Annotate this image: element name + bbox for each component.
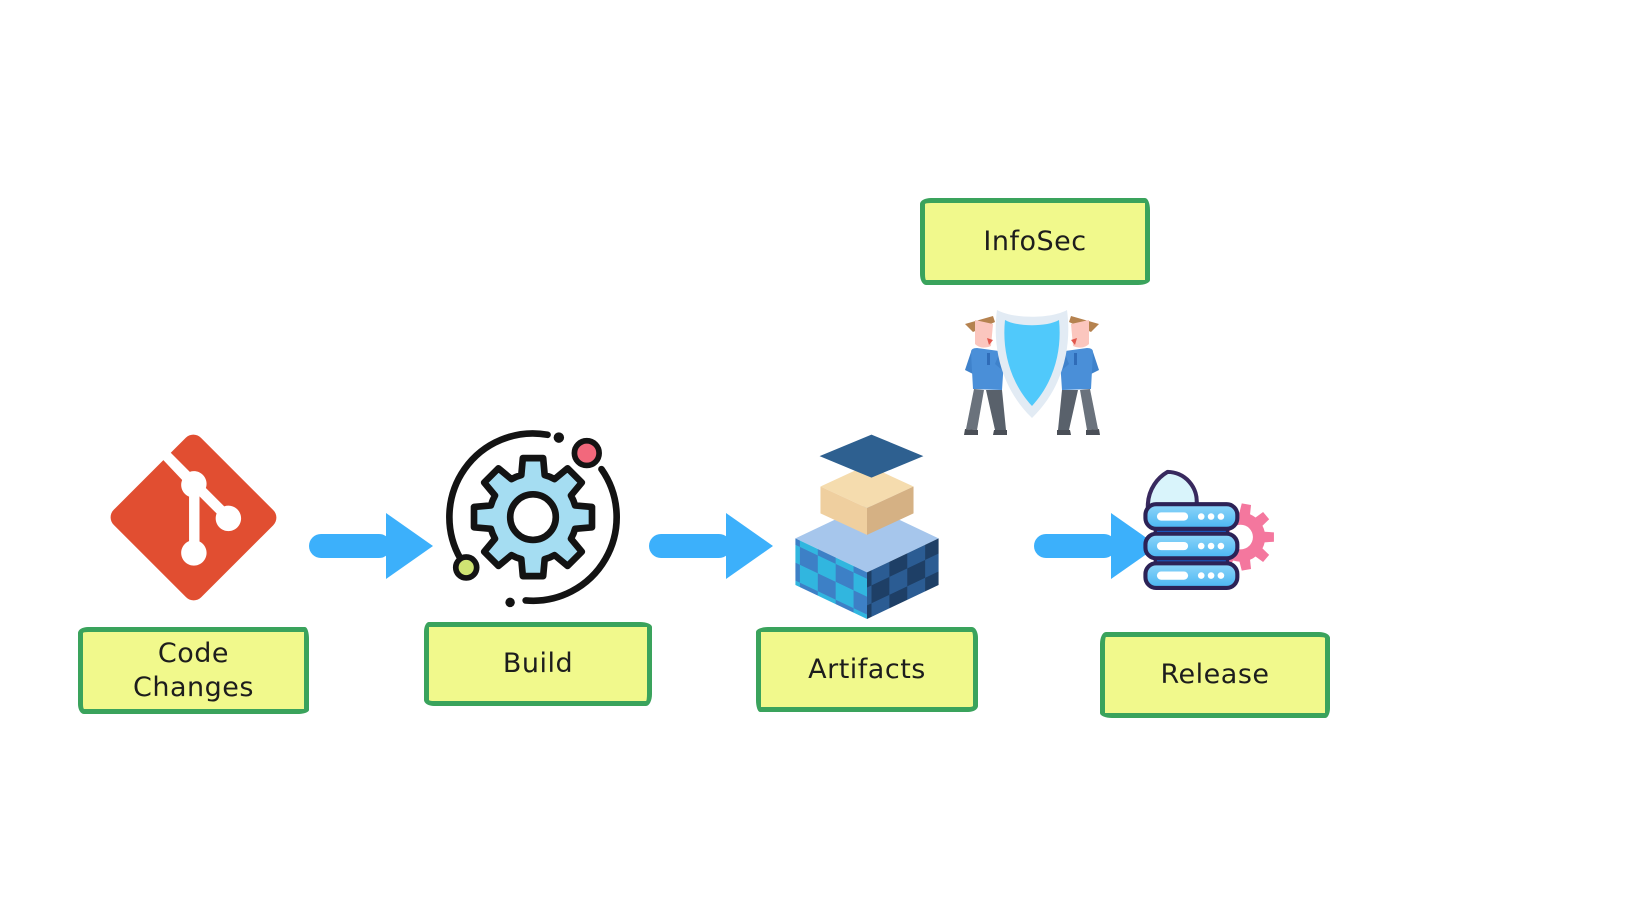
release-svg xyxy=(1143,469,1274,590)
orbit-arc-left xyxy=(446,430,551,563)
crate-right-face xyxy=(867,486,914,535)
server-unit-1 xyxy=(1143,502,1240,531)
people-holding-shield-icon xyxy=(957,298,1107,438)
shield-icon xyxy=(995,310,1069,418)
arrow-shaft xyxy=(309,534,391,558)
orbit-small-dot-top xyxy=(553,432,565,443)
build-gear-svg xyxy=(446,430,620,608)
cube-right-face xyxy=(867,538,939,619)
label-artifacts-text: Artifacts xyxy=(808,653,926,685)
label-infosec-text: InfoSec xyxy=(983,225,1087,257)
floating-lid-diamond xyxy=(819,434,924,478)
flow-arrow-2 xyxy=(649,513,773,579)
artifacts-svg xyxy=(795,434,939,619)
git-diamond-branch xyxy=(110,434,277,601)
build-gear-orbit-icon xyxy=(438,422,628,617)
label-build-text: Build xyxy=(502,648,574,680)
arrow-head xyxy=(726,513,773,579)
orbit-small-dot-bottom xyxy=(505,597,515,608)
crate-left-face xyxy=(820,486,867,535)
artifacts-stack-icon xyxy=(782,430,952,620)
label-code-changes: Code Changes xyxy=(78,627,309,714)
label-artifacts: Artifacts xyxy=(756,627,978,712)
label-infosec: InfoSec xyxy=(920,198,1150,285)
orbit-green-dot xyxy=(452,554,480,581)
gear-center-hole xyxy=(506,491,560,544)
arrow-head xyxy=(1111,513,1158,579)
infosec-svg xyxy=(964,310,1100,435)
orbit-arc-right xyxy=(522,465,620,605)
server-unit-3 xyxy=(1143,561,1240,590)
git-logo xyxy=(110,434,277,601)
server-stack-icon xyxy=(1143,502,1240,590)
cloud-server-gear-icon xyxy=(1124,432,1276,592)
label-code-changes-text: Code Changes xyxy=(133,637,254,703)
label-release-text: Release xyxy=(1160,659,1270,691)
git-icon xyxy=(106,430,281,605)
server-unit-2 xyxy=(1143,531,1240,561)
orbit-red-dot xyxy=(571,437,602,469)
label-build: Build xyxy=(424,622,652,706)
arrow-head xyxy=(386,513,433,579)
flow-arrow-3 xyxy=(1034,513,1158,579)
cube-left-face xyxy=(795,538,867,619)
tan-crate xyxy=(820,465,914,535)
label-release: Release xyxy=(1100,632,1330,718)
arrow-shaft xyxy=(1034,534,1116,558)
arrow-shaft xyxy=(649,534,731,558)
flow-arrow-1 xyxy=(309,513,433,579)
